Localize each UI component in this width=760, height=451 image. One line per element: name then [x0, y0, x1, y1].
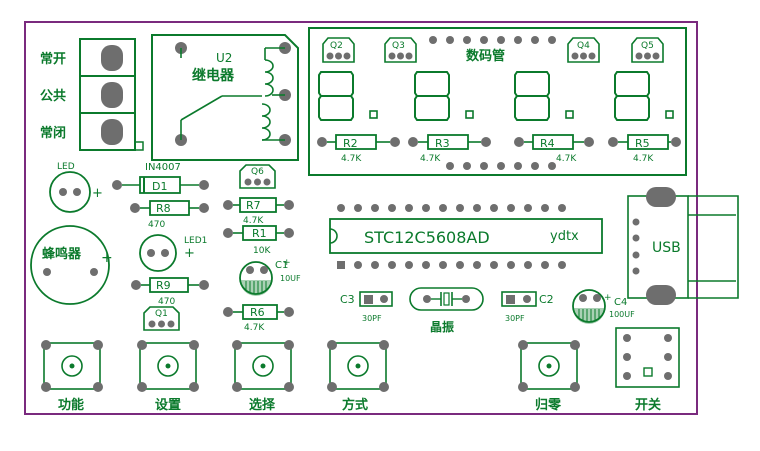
- board-outline: [24, 21, 698, 415]
- transistor-q4: Q4: [577, 41, 590, 51]
- button-function[interactable]: [41, 340, 103, 392]
- crystal-label: 晶振: [430, 319, 454, 334]
- transistor-q5: Q5: [641, 41, 654, 51]
- svg-text:Q1: Q1: [155, 309, 168, 319]
- relay-u2: U2 继电器: [151, 34, 299, 161]
- resistor-r4: R4 4.7K: [514, 134, 594, 164]
- terminal-label-no: 常开: [40, 51, 66, 67]
- svg-text:+: +: [184, 246, 195, 261]
- button-label-function: 功能: [58, 397, 84, 413]
- resistor-r9: R9 470: [131, 277, 209, 307]
- resistor-r2: R2 4.7K: [317, 134, 400, 164]
- relay-title: 继电器: [192, 67, 235, 84]
- svg-text:D1: D1: [152, 180, 167, 193]
- resistor-r8: R8 470: [130, 200, 209, 230]
- digit-1: [318, 71, 378, 121]
- mcu-brand: ydtx: [550, 229, 579, 244]
- svg-text:C3: C3: [340, 293, 355, 306]
- display-title: 数码管: [466, 48, 505, 64]
- led: LED +: [49, 162, 103, 213]
- usb-label: USB: [652, 240, 681, 256]
- resistor-r7: R7 4.7K: [223, 197, 294, 226]
- svg-text:R3: R3: [435, 137, 450, 150]
- svg-text:4.7K: 4.7K: [243, 216, 264, 226]
- led1-label: LED1: [184, 236, 207, 246]
- svg-text:R6: R6: [250, 306, 265, 319]
- usb-connector: USB: [627, 187, 739, 305]
- led-label: LED: [57, 162, 75, 172]
- led1: LED1 +: [139, 234, 207, 272]
- svg-text:+: +: [101, 250, 113, 266]
- seven-segment-display: 数码管 Q2 Q3 Q4 Q5: [308, 27, 687, 176]
- mcu-ic: STC12C5608AD ydtx: [329, 204, 603, 269]
- svg-text:R8: R8: [156, 202, 171, 215]
- button-reset[interactable]: [518, 340, 580, 392]
- capacitor-c1: C1 + 10UF: [239, 258, 301, 296]
- svg-text:+: +: [604, 293, 612, 303]
- svg-text:10K: 10K: [253, 246, 271, 256]
- svg-text:C2: C2: [539, 293, 554, 306]
- svg-text:30PF: 30PF: [505, 314, 525, 323]
- diode-type: IN4007: [145, 162, 181, 173]
- button-label-reset: 归零: [535, 397, 562, 413]
- capacitor-c2: C2 30PF: [501, 291, 554, 323]
- resistor-r5: R5 4.7K: [608, 134, 681, 164]
- svg-text:100UF: 100UF: [609, 310, 635, 319]
- svg-text:C1: C1: [275, 260, 288, 271]
- transistor-q2: Q2: [330, 41, 343, 51]
- svg-text:4.7K: 4.7K: [420, 154, 441, 164]
- svg-text:4.7K: 4.7K: [341, 154, 362, 164]
- svg-text:R5: R5: [635, 137, 650, 150]
- resistor-r3: R3 4.7K: [408, 134, 491, 164]
- resistor-r6: R6 4.7K: [223, 304, 294, 333]
- diode-d1: IN4007 D1: [112, 162, 209, 194]
- resistor-r1: R1 10K: [223, 225, 294, 256]
- svg-text:R2: R2: [343, 137, 358, 150]
- svg-text:R1: R1: [252, 227, 267, 240]
- button-mode[interactable]: [327, 340, 389, 392]
- button-label-settings: 设置: [155, 398, 181, 413]
- terminal-label-com: 公共: [40, 88, 66, 104]
- button-settings[interactable]: [137, 340, 199, 392]
- svg-text:4.7K: 4.7K: [633, 154, 654, 164]
- svg-text:470: 470: [158, 297, 175, 307]
- transistor-q1: Q1: [143, 306, 180, 331]
- digit-3: [514, 71, 574, 121]
- svg-text:4.7K: 4.7K: [556, 154, 577, 164]
- button-label-mode: 方式: [342, 397, 368, 413]
- buzzer: 蜂鸣器 +: [30, 225, 113, 305]
- svg-text:R7: R7: [246, 199, 261, 212]
- switch-label: 开关: [635, 397, 661, 413]
- svg-text:蜂鸣器: 蜂鸣器: [42, 246, 82, 262]
- svg-text:R9: R9: [156, 279, 171, 292]
- relay-terminal-block: 常开 公共 常闭: [40, 38, 144, 151]
- digit-4: [614, 71, 674, 121]
- transistor-q6: Q6: [239, 164, 276, 189]
- digit-2: [414, 71, 474, 121]
- capacitor-c4: + C4 100UF: [572, 289, 635, 324]
- relay-name: U2: [216, 51, 232, 65]
- svg-text:R4: R4: [540, 137, 555, 150]
- svg-text:30PF: 30PF: [362, 314, 382, 323]
- mcu-part: STC12C5608AD: [364, 228, 490, 247]
- svg-text:470: 470: [148, 220, 165, 230]
- svg-text:+: +: [283, 258, 291, 268]
- svg-text:Q6: Q6: [251, 167, 264, 177]
- crystal-oscillator: 晶振: [409, 287, 484, 334]
- svg-text:C4: C4: [614, 297, 627, 308]
- svg-text:4.7K: 4.7K: [244, 323, 265, 333]
- svg-text:10UF: 10UF: [280, 274, 301, 283]
- terminal-label-nc: 常闭: [40, 125, 66, 141]
- button-label-select: 选择: [249, 397, 276, 413]
- transistor-q3: Q3: [392, 41, 405, 51]
- svg-text:+: +: [92, 186, 103, 201]
- capacitor-c3: C3 30PF: [340, 291, 393, 323]
- power-switch[interactable]: [615, 327, 680, 388]
- button-select[interactable]: [232, 340, 294, 392]
